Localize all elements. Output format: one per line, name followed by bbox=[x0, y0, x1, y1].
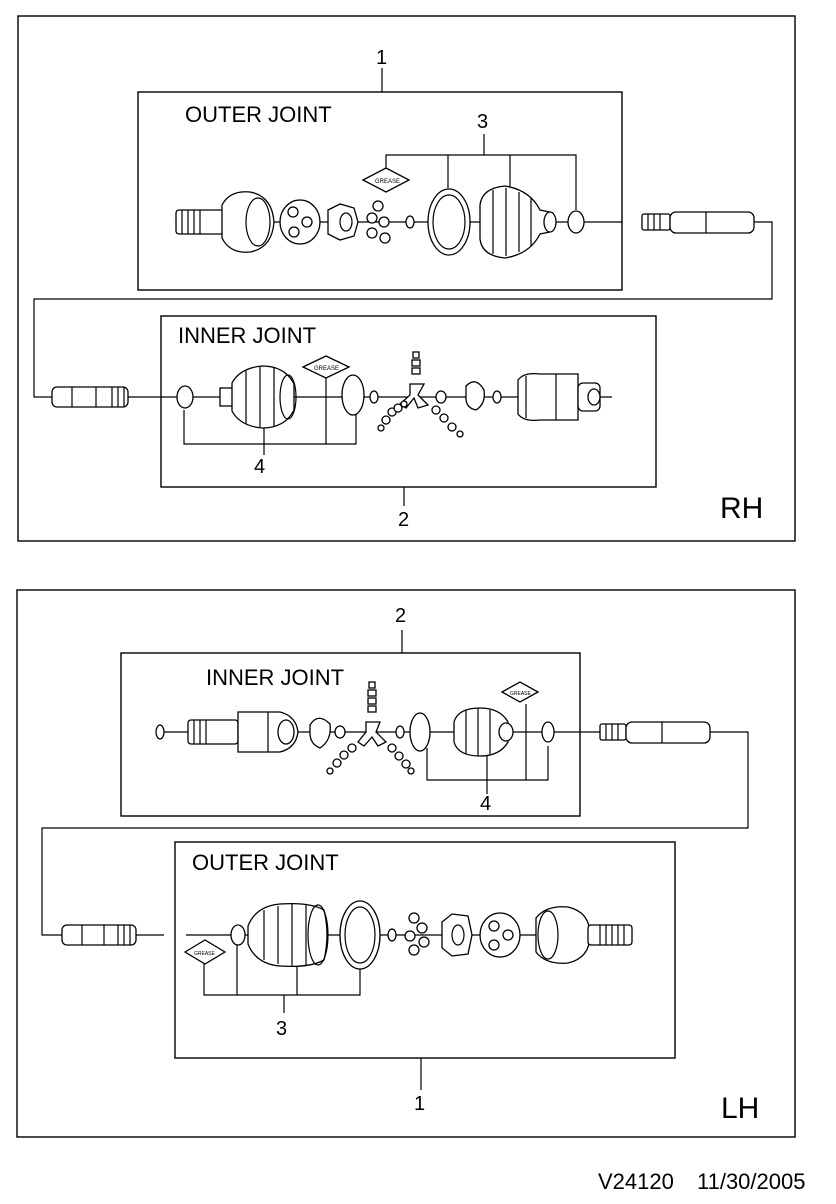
lh-balls bbox=[404, 912, 430, 956]
rh-inner-housing bbox=[517, 372, 601, 422]
lh-inner-grease-packet: GREASE bbox=[500, 681, 540, 703]
figure-date: 11/30/2005 bbox=[697, 1169, 805, 1194]
rh-tripod bbox=[377, 351, 464, 438]
lh-outer-joint-box bbox=[174, 841, 676, 1059]
rh-callout-2: 2 bbox=[398, 509, 409, 531]
lh-axle-shaft bbox=[599, 721, 711, 744]
rh-panel: OUTER JOINT 1 3 bbox=[17, 15, 796, 542]
lh-outer-clamp-large bbox=[339, 900, 381, 970]
lh-tripod-ring bbox=[334, 725, 346, 739]
lh-spacer bbox=[309, 717, 331, 749]
rh-outer-boot bbox=[479, 185, 557, 259]
lh-outer-clamp-small bbox=[230, 924, 246, 946]
rh-inner-clamp-large bbox=[341, 374, 365, 416]
lh-inner-clamp-small bbox=[541, 721, 555, 743]
lh-inner-housing bbox=[187, 711, 299, 753]
svg-text:GREASE: GREASE bbox=[194, 951, 216, 957]
rh-side-label: RH bbox=[720, 492, 763, 525]
rh-inner-joint-title: INNER JOINT bbox=[178, 323, 316, 348]
lh-callout-1: 1 bbox=[414, 1093, 425, 1115]
rh-callout-3: 3 bbox=[477, 111, 488, 133]
lh-side-label: LH bbox=[721, 1092, 759, 1125]
lh-callout-3-bracket bbox=[203, 960, 361, 996]
rh-snap-ring bbox=[405, 215, 415, 229]
lh-inner-joint-box bbox=[120, 652, 581, 817]
lh-ball-cage bbox=[479, 912, 521, 958]
lh-inner-clamp-large bbox=[409, 712, 431, 752]
rh-callout-4: 4 bbox=[254, 456, 265, 478]
lh-panel-frame bbox=[16, 589, 796, 1138]
lh-inner-boot bbox=[453, 707, 514, 757]
lh-outer-joint-title: OUTER JOINT bbox=[192, 850, 339, 875]
rh-inner-race bbox=[327, 203, 359, 241]
svg-text:GREASE: GREASE bbox=[314, 366, 339, 372]
lh-outer-boot bbox=[247, 902, 329, 968]
rh-spacer bbox=[465, 381, 485, 411]
lh-inner-snap-ring bbox=[395, 725, 405, 739]
rh-inner-grease-packet: GREASE bbox=[301, 355, 351, 379]
svg-text:GREASE: GREASE bbox=[375, 179, 400, 185]
rh-retainer-ring bbox=[492, 390, 502, 404]
lh-callout-2: 2 bbox=[395, 605, 406, 627]
rh-shaft-link bbox=[33, 221, 773, 398]
rh-outer-joint-title: OUTER JOINT bbox=[185, 102, 332, 127]
rh-callout-3-bracket bbox=[385, 154, 577, 210]
rh-panel-frame bbox=[17, 15, 796, 542]
rh-inner-clamp-small bbox=[176, 385, 194, 409]
rh-outer-joint-box bbox=[137, 91, 623, 291]
rh-inner-boot bbox=[219, 365, 297, 429]
lh-inner-race bbox=[441, 913, 473, 957]
rh-inner-snap-ring bbox=[369, 390, 379, 404]
rh-boot-clamp-large bbox=[427, 188, 471, 256]
lh-callout-4: 4 bbox=[480, 793, 491, 815]
lh-outer-snap-ring bbox=[387, 928, 397, 942]
lh-inner-joint-title: INNER JOINT bbox=[206, 665, 344, 690]
rh-boot-clamp-small bbox=[567, 210, 585, 234]
rh-grease-packet: GREASE bbox=[361, 167, 411, 193]
rh-callout-4-bracket bbox=[183, 410, 357, 445]
lh-tripod bbox=[326, 681, 415, 775]
lh-shaft-link bbox=[41, 731, 749, 936]
rh-callout-1: 1 bbox=[376, 47, 387, 69]
lh-outer-cv-joint bbox=[535, 906, 633, 964]
lh-outer-grease-packet: GREASE bbox=[183, 939, 227, 965]
figure-code: V24120 bbox=[598, 1169, 674, 1194]
rh-tripod-ring bbox=[435, 390, 447, 404]
lh-callout-3: 3 bbox=[276, 1018, 287, 1040]
rh-axle-shaft bbox=[641, 211, 755, 234]
rh-outer-cv-joint bbox=[175, 191, 275, 253]
rh-balls bbox=[366, 200, 391, 244]
lh-retainer-ring bbox=[155, 724, 165, 740]
lh-panel: INNER JOINT 2 4 bbox=[16, 589, 796, 1138]
rh-shaft-end bbox=[51, 386, 129, 408]
rh-inner-joint-box bbox=[160, 315, 657, 488]
svg-text:GREASE: GREASE bbox=[510, 691, 532, 697]
rh-ball-cage bbox=[279, 199, 321, 245]
lh-shaft-end bbox=[61, 924, 137, 946]
